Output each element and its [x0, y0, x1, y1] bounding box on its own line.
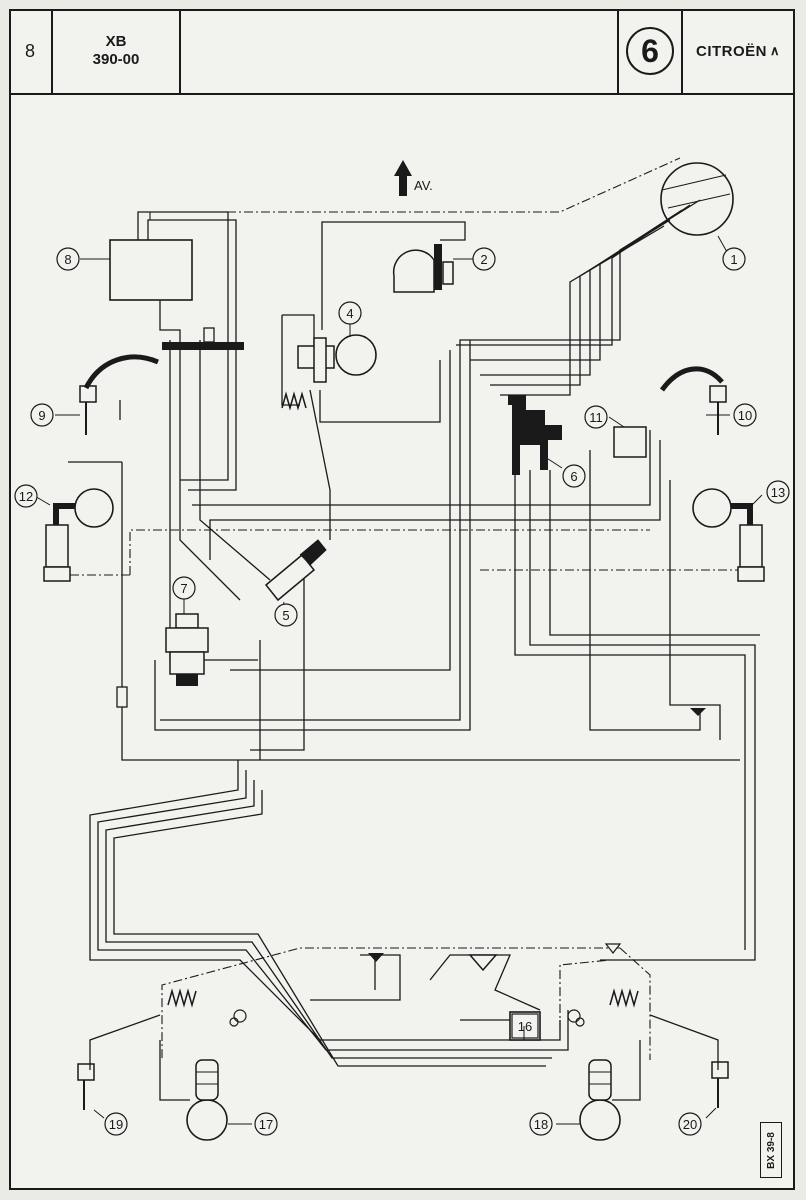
title-blank-cell	[181, 9, 619, 93]
page-number: 8	[9, 9, 53, 93]
clip-19	[77, 1063, 95, 1110]
bleed-screw-right-icon	[567, 1009, 585, 1027]
drawing-sheet	[9, 9, 795, 1190]
regulator-11	[613, 426, 647, 458]
chapter-cell: 6	[619, 9, 683, 93]
rear-tee	[604, 943, 622, 954]
front-cylinder-13	[692, 488, 765, 582]
hose-9	[83, 354, 159, 390]
callout-16: 16	[518, 1019, 532, 1034]
accumulator-sphere-1	[660, 162, 734, 236]
brand-logo: CITROËN ∧	[683, 9, 793, 93]
pipe-network	[68, 199, 760, 1101]
callout-11: 11	[589, 410, 603, 425]
height-corrector-7	[165, 613, 209, 686]
rear-cylinder-17	[186, 1059, 228, 1141]
brand-name: CITROËN	[695, 42, 767, 60]
spring-symbols	[167, 391, 639, 1008]
hose-10	[659, 366, 724, 392]
callout-numbers: 1 2 4 8 9 10 11 6 12 13 7 5 16 17 18 19 …	[19, 252, 785, 1132]
tee-fitting	[690, 708, 706, 716]
bleed-screw-left-icon	[229, 1009, 247, 1027]
reservoir-8	[109, 239, 193, 301]
reservoir-rail	[162, 327, 244, 350]
brake-valve-6	[508, 395, 562, 475]
clip-20	[711, 1061, 729, 1108]
pump-2	[392, 244, 454, 293]
callout-5: 5	[282, 608, 289, 623]
chapter-number: 6	[626, 27, 674, 75]
direction-label: AV.	[414, 178, 433, 193]
clip-10	[709, 385, 727, 435]
compensator-16	[509, 1011, 541, 1041]
document-code-line2: 390-00	[92, 51, 140, 68]
return-lines	[48, 157, 740, 1060]
callout-10: 10	[738, 408, 752, 423]
callout-7: 7	[180, 581, 187, 596]
callout-18: 18	[534, 1117, 548, 1132]
drawing-reference: BX 39-8	[760, 1122, 782, 1178]
title-block: 8 XB 390-00 6 CITROËN ∧	[9, 9, 795, 95]
fitting-left	[116, 686, 128, 708]
drawing-reference-text: BX 39-8	[765, 1131, 777, 1169]
callout-leaders	[32, 235, 763, 1125]
callout-circles	[14, 247, 790, 1136]
double-chevron-icon: ∧	[769, 43, 780, 58]
front-cylinder-12	[43, 488, 114, 582]
callout-1: 1	[730, 252, 737, 267]
security-valve-4	[297, 334, 377, 383]
callout-12: 12	[19, 489, 33, 504]
callout-4: 4	[346, 306, 353, 321]
forward-arrow-icon	[394, 160, 412, 196]
document-code: XB 390-00	[53, 9, 181, 93]
tee-fitting-rear	[368, 953, 384, 962]
clip-9	[79, 385, 97, 435]
rear-cylinder-18	[579, 1059, 621, 1141]
callout-8: 8	[64, 252, 71, 267]
rear-splitter	[468, 954, 498, 972]
callout-6: 6	[570, 469, 577, 484]
document-code-line1: XB	[105, 33, 127, 50]
callout-2: 2	[480, 252, 487, 267]
callout-9: 9	[38, 408, 45, 423]
callout-19: 19	[109, 1117, 123, 1132]
valve-5	[264, 539, 327, 602]
callout-13: 13	[771, 485, 785, 500]
callout-20: 20	[683, 1117, 697, 1132]
callout-17: 17	[259, 1117, 273, 1132]
